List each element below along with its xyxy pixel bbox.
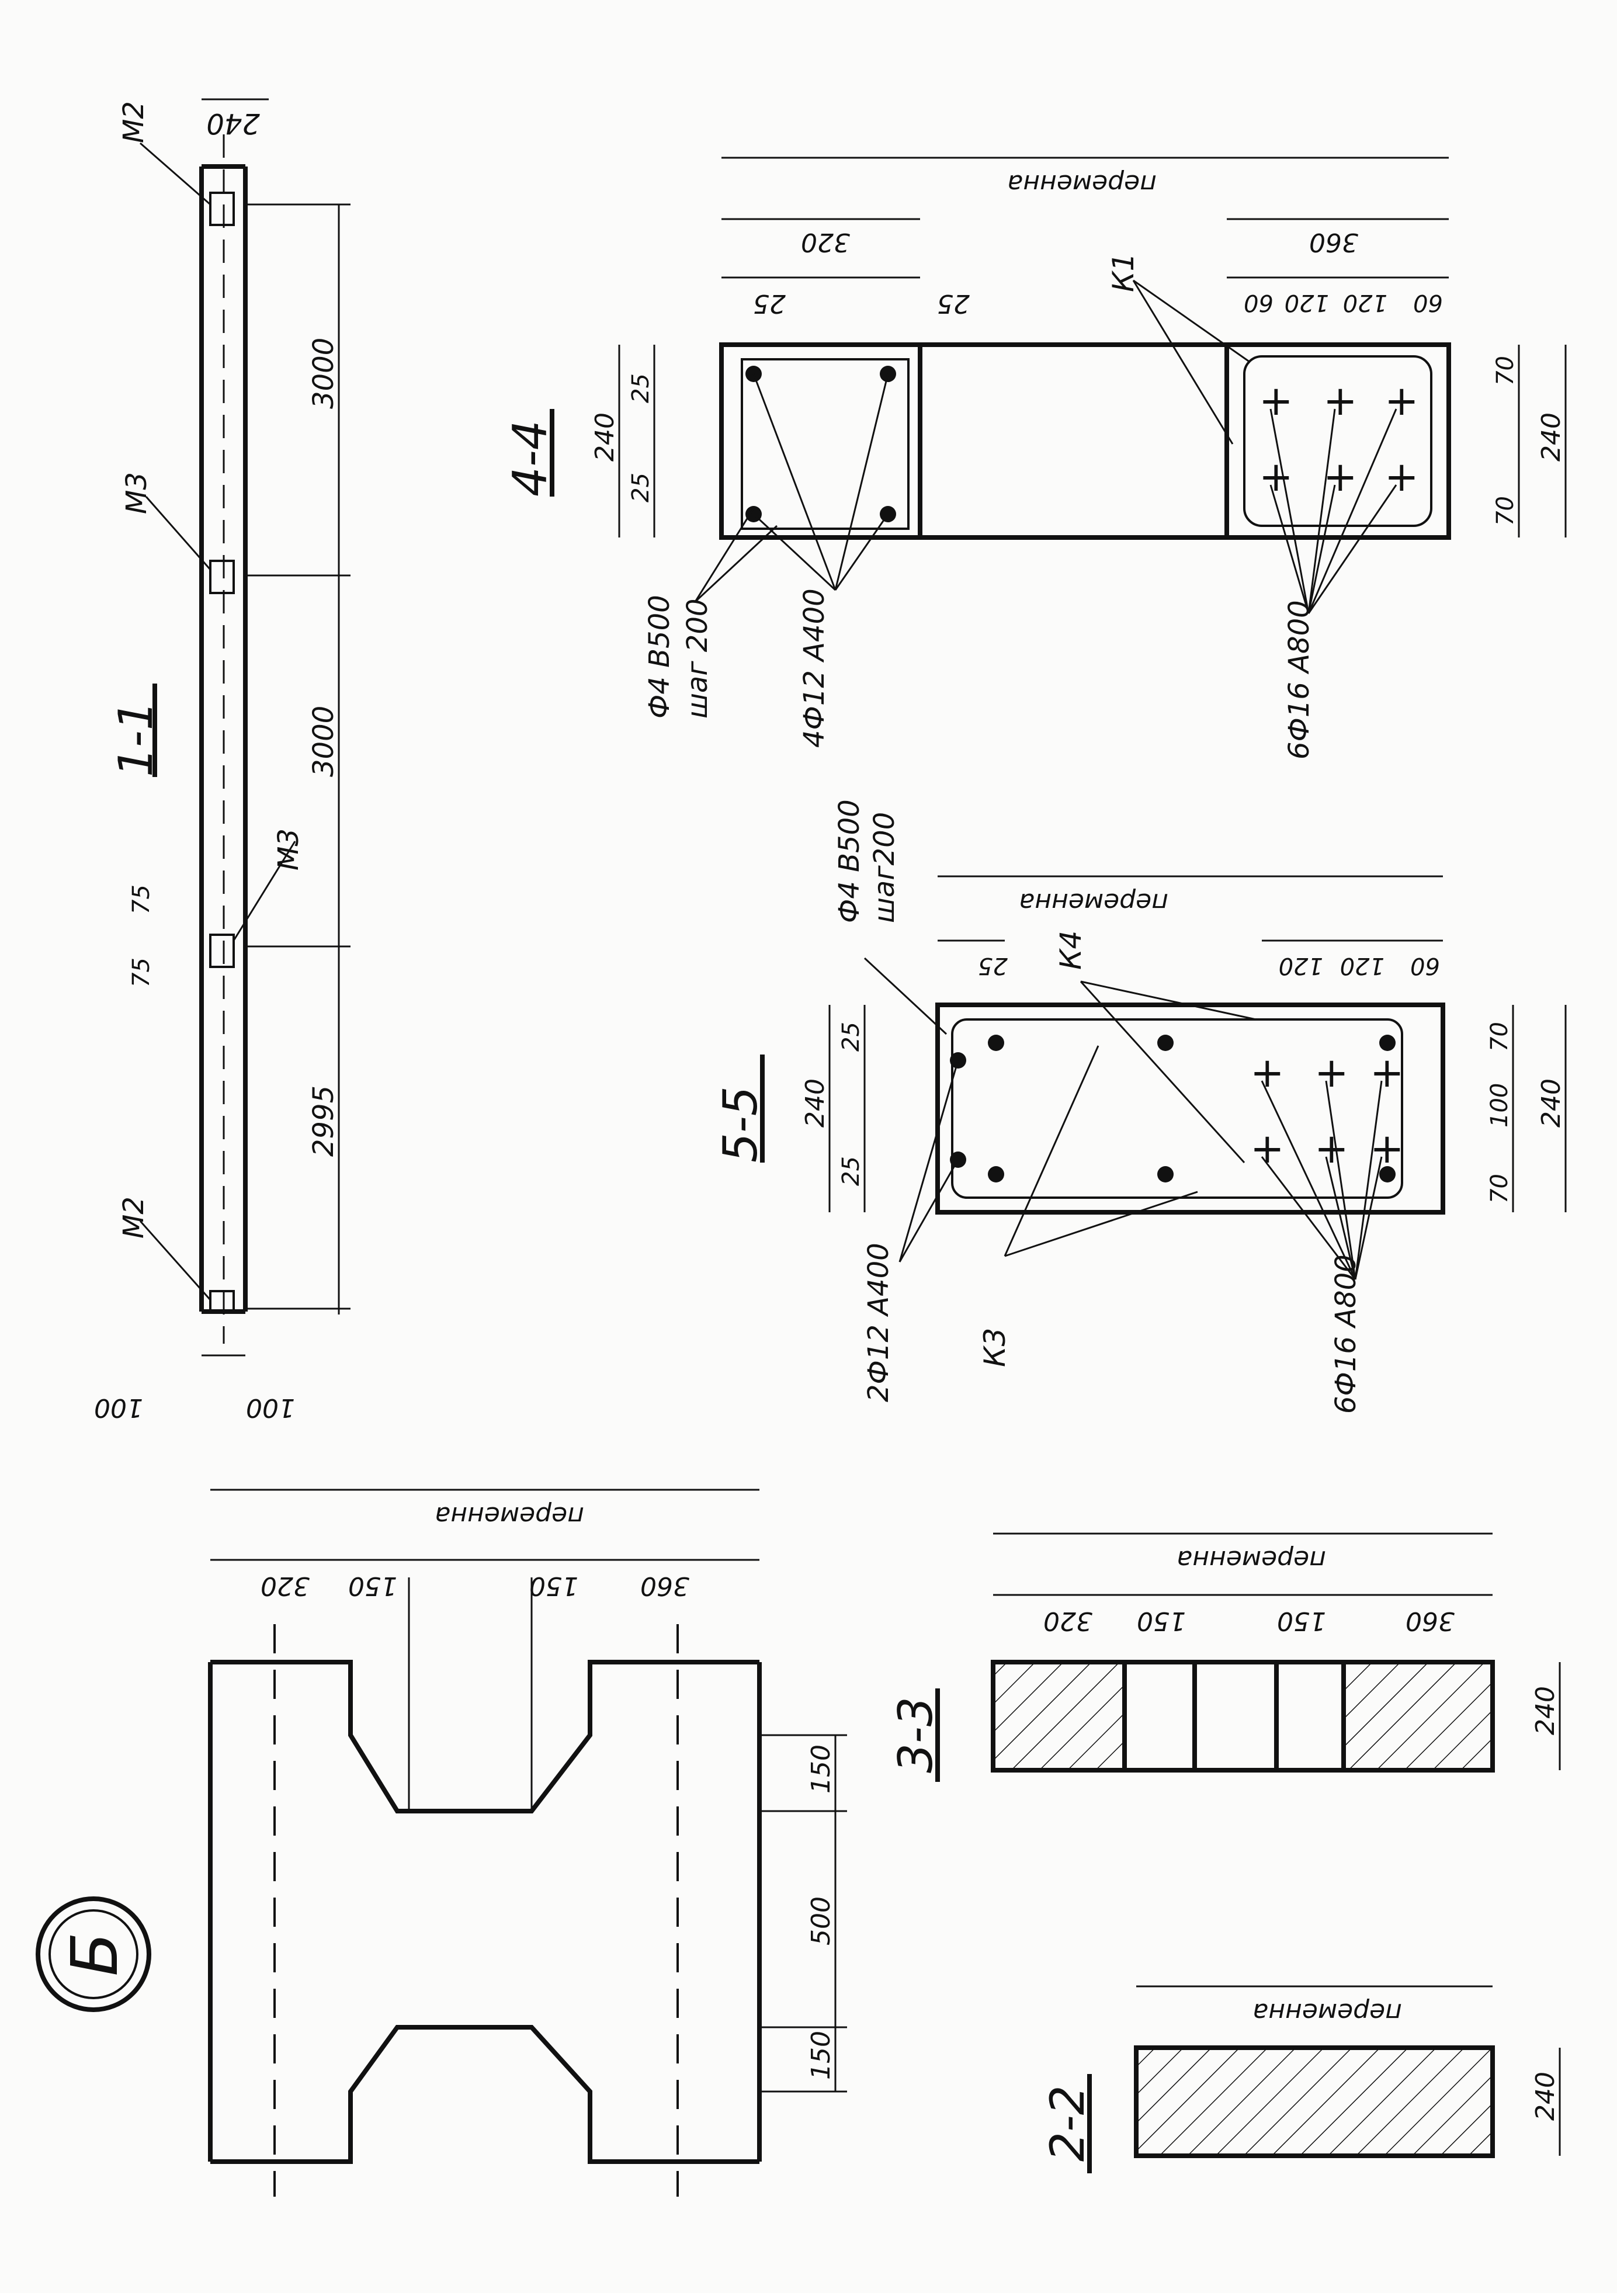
dim-b-overall: переменна xyxy=(435,1501,584,1531)
section-2-2: переменна 240 2-2 xyxy=(1040,1985,1561,2173)
svg-text:+: + xyxy=(1250,1049,1285,1097)
dim-2995: 2995 xyxy=(307,1085,340,1157)
embed-m3-upper xyxy=(209,560,235,594)
dim-3000-a: 3000 xyxy=(307,338,340,409)
dim-b-side-150b: 150 xyxy=(806,2031,836,2080)
dim-3-3-150a: 150 xyxy=(1137,1606,1186,1636)
dim-3-3-240: 240 xyxy=(1531,1686,1560,1735)
k3-k4-bars: + + + + + + xyxy=(1250,1049,1404,1173)
dim-4-4-70-bottom: 70 xyxy=(1492,496,1519,526)
dim-75-b: 75 xyxy=(128,958,155,987)
dim-b-150a: 150 xyxy=(348,1571,397,1601)
callout-5-5-stirrup: Ф4 В500 xyxy=(833,799,866,923)
callout-4-4-bars-a800: 6Ф16 А800 xyxy=(1283,600,1316,759)
detail-b: Б переменна 320 150 150 360 150 500 150 xyxy=(36,1489,847,2197)
mark-m2-top: М2 xyxy=(117,101,150,143)
svg-text:+: + xyxy=(1259,453,1293,501)
detail-b-marker-outer xyxy=(36,1896,151,2012)
callout-4-4-step: шаг 200 xyxy=(681,599,714,719)
dim-2-2-240: 240 xyxy=(1531,2072,1560,2121)
dim-75-a: 75 xyxy=(128,885,155,914)
dim-4-4-60a: 60 xyxy=(1244,289,1274,316)
dim-5-5-100: 100 xyxy=(1486,1083,1513,1128)
dim-5-5-25: 25 xyxy=(978,952,1008,979)
dim-240-top: 240 xyxy=(206,107,260,140)
title-4-4: 4-4 xyxy=(503,420,557,497)
dim-4-4-60b: 60 xyxy=(1413,289,1443,316)
section-5-5: + + + + + + переменна 25 120 120 60 240 … xyxy=(713,799,1567,1414)
dim-4-4-360: 360 xyxy=(1309,227,1358,257)
dim-4-4-120a: 120 xyxy=(1285,289,1329,316)
dim-3000-b: 3000 xyxy=(307,706,340,777)
embed-m3-lower xyxy=(209,934,235,968)
callout-k4: К4 xyxy=(1054,931,1088,970)
dim-5-5-240-left: 240 xyxy=(800,1078,830,1128)
dim-3-3-overall: переменна xyxy=(1177,1545,1326,1574)
callout-5-5-step: шаг200 xyxy=(868,812,901,923)
svg-text:+: + xyxy=(1259,377,1293,425)
section-4-4: + + + + + + переменна 320 25 25 360 60 1… xyxy=(503,157,1567,759)
dim-100-right: 100 xyxy=(246,1393,295,1423)
dim-5-5-240-right: 240 xyxy=(1536,1078,1566,1128)
dim-5-5-120a: 120 xyxy=(1279,952,1323,979)
mark-m2-bottom: М2 xyxy=(117,1196,150,1239)
dim-4-4-25b: 25 xyxy=(937,289,970,318)
section-3-3-hatch-left xyxy=(991,1660,1127,1773)
detail-b-mark: Б xyxy=(57,1932,132,1976)
dim-4-4-240-right: 240 xyxy=(1536,412,1566,462)
svg-text:+: + xyxy=(1314,1049,1349,1097)
section-2-2-hatch xyxy=(1134,2045,1495,2158)
mark-m3-lower: М3 xyxy=(272,828,305,870)
embed-m2-bottom xyxy=(209,1290,235,1313)
callout-k3: К3 xyxy=(978,1328,1012,1367)
embed-m2-top xyxy=(209,192,235,226)
dim-4-4-320: 320 xyxy=(801,227,850,257)
callout-5-5-bars-a800: 6Ф16 А800 xyxy=(1330,1254,1362,1414)
callout-5-5-bars-a400: 2Ф12 А400 xyxy=(862,1243,895,1402)
dim-5-5-120b: 120 xyxy=(1340,952,1384,979)
mark-m3-upper: М3 xyxy=(120,472,153,514)
section-1-1: 240 3000 3000 2995 100 100 75 75 М2 М3 М… xyxy=(94,98,351,1423)
dim-b-side-150a: 150 xyxy=(806,1744,836,1794)
dim-5-5-70-top: 70 xyxy=(1486,1022,1513,1052)
dim-b-side-500: 500 xyxy=(806,1896,836,1945)
svg-text:+: + xyxy=(1370,1049,1404,1097)
svg-text:+: + xyxy=(1384,377,1419,425)
dim-4-4-25-bottom: 25 xyxy=(627,473,654,502)
callout-4-4-stirrup: Ф4 В500 xyxy=(643,595,676,719)
title-2-2: 2-2 xyxy=(1040,2085,1095,2162)
svg-text:+: + xyxy=(1314,1125,1349,1173)
dim-100-left: 100 xyxy=(94,1393,143,1423)
section-3-3-hatch-right xyxy=(1341,1660,1495,1773)
dim-4-4-120b: 120 xyxy=(1343,289,1387,316)
dim-5-5-25-bottom: 25 xyxy=(838,1156,865,1186)
callout-4-4-bars-a400: 4Ф12 А400 xyxy=(798,588,831,748)
dim-5-5-60: 60 xyxy=(1410,952,1440,979)
svg-text:+: + xyxy=(1323,377,1358,425)
k1-bars: + + + + + + xyxy=(1259,377,1419,501)
dim-5-5-25-top: 25 xyxy=(838,1022,865,1052)
dim-4-4-overall: переменна xyxy=(1007,169,1157,199)
dim-3-3-360: 360 xyxy=(1406,1606,1455,1636)
dim-5-5-70-bottom: 70 xyxy=(1486,1174,1513,1204)
dim-4-4-240-left: 240 xyxy=(590,412,620,462)
dim-4-4-70-top: 70 xyxy=(1492,356,1519,386)
dim-3-3-320: 320 xyxy=(1043,1606,1092,1636)
section-3-3: переменна 320 150 150 360 240 3-3 xyxy=(889,1532,1561,1782)
dim-3-3-150b: 150 xyxy=(1277,1606,1326,1636)
dim-b-360: 360 xyxy=(640,1571,689,1601)
title-3-3: 3-3 xyxy=(889,1697,943,1773)
dim-5-5-overall: переменна xyxy=(1019,887,1168,917)
dim-4-4-25-top: 25 xyxy=(627,373,654,403)
dim-b-320: 320 xyxy=(261,1571,310,1601)
title-5-5: 5-5 xyxy=(713,1086,768,1163)
detail-b-marker-inner xyxy=(48,1909,138,1999)
callout-k1: К1 xyxy=(1106,253,1140,292)
dim-4-4-25a: 25 xyxy=(753,289,786,318)
dim-2-2-overall: переменна xyxy=(1252,1997,1402,2027)
dim-b-150b: 150 xyxy=(529,1571,578,1601)
